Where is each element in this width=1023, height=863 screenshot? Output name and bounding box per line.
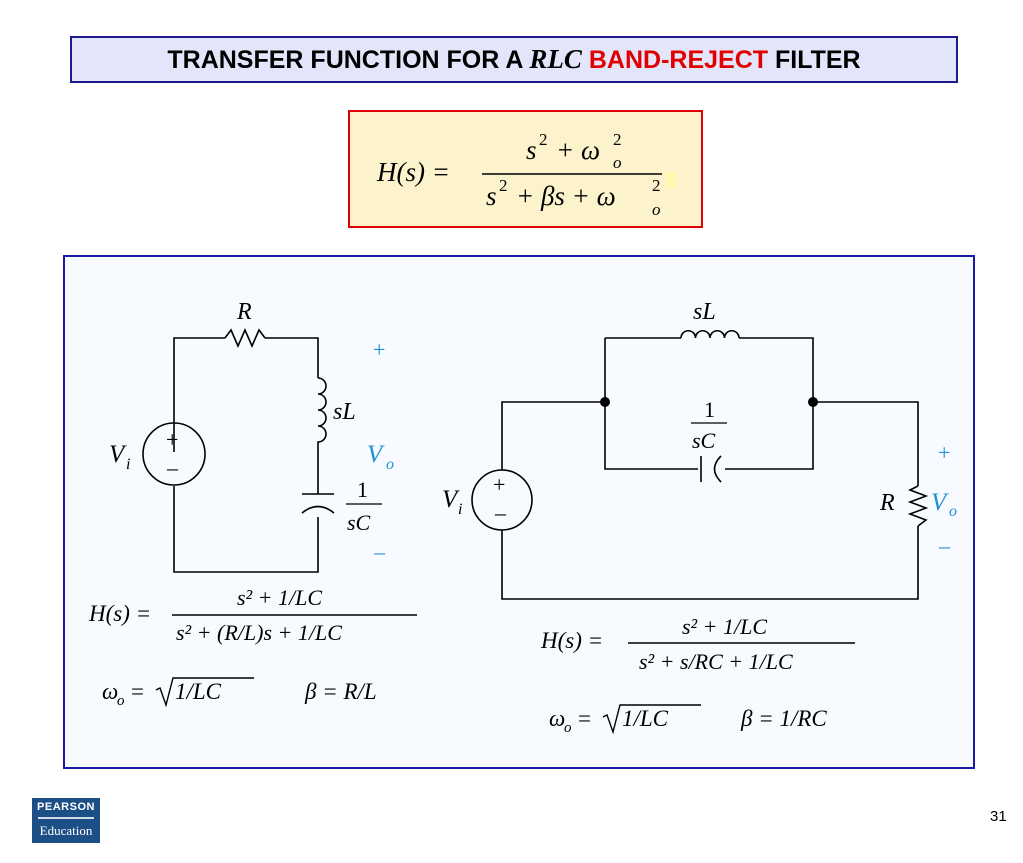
series-r-label: R [236,299,252,325]
parallel-vo-sub: o [949,503,957,520]
series-vo-sub: o [386,456,394,473]
title-part-band-reject: BAND-REJECT [581,46,769,74]
series-vo-plus: + [373,337,385,362]
parallel-omega-eq: = [578,706,591,731]
series-vo-label: V [367,441,385,468]
parallel-omega-sub: o [564,720,572,736]
parallel-c-num: 1 [704,397,715,422]
parallel-source-minus: – [494,500,507,525]
series-omega-eq: = [131,679,144,704]
main-formula: H(s) = s 2 + ω 2 o s 2 + βs + ω 2 o [376,130,676,219]
main-den-mid: + βs + ω [516,181,616,211]
circuit-diagrams: R sL + – V i + V o – 1 sC H(s) = s² + 1/… [88,299,957,736]
logo-bottom-text: Education [39,823,93,838]
series-omega-rad: 1/LC [175,679,222,704]
series-voltage-source [142,422,206,486]
series-omega-sub: o [117,693,125,709]
title-part-1: TRANSFER FUNCTION FOR A [167,46,530,74]
parallel-node-right [808,397,818,407]
parallel-beta: β = 1/RC [740,706,827,731]
parallel-resistor [907,485,929,527]
parallel-capacitor-plate-right [713,455,722,483]
logo-rule [38,817,94,819]
series-sqrt-sign [155,677,254,708]
page-number: 31 [990,808,1007,825]
parallel-source-plus: + [493,472,505,497]
main-num-sup: 2 [539,130,548,149]
parallel-r-label: R [879,490,895,516]
main-den-sup: 2 [499,176,508,195]
parallel-sqrt-sign [602,704,701,735]
parallel-vo-plus: + [938,440,950,465]
parallel-vo-label: V [931,489,949,516]
series-hs-num: s² + 1/LC [237,585,322,610]
title-part-filter: FILTER [768,46,861,74]
parallel-hs-den: s² + s/RC + 1/LC [639,649,793,674]
series-circuit-wires [173,337,319,573]
parallel-l-label: sL [693,299,716,325]
series-vo-minus: – [373,539,386,564]
series-capacitor-plate-bottom [301,505,335,514]
main-formula-lhs: H(s) = [376,157,450,187]
main-num-omega: + ω [556,135,600,165]
parallel-vi-sub: i [458,501,462,518]
parallel-node-left [600,397,610,407]
series-hs-lhs: H(s) = [88,601,151,626]
series-l-label: sL [333,399,356,425]
series-vi-label: V [109,441,127,468]
parallel-inductor [680,330,740,339]
main-den-s: s [486,181,497,211]
series-inductor [317,377,327,444]
title-part-rlc: RLC [529,44,582,74]
highlight-mark [666,172,676,188]
series-resistor [224,328,266,348]
parallel-vi-label: V [442,486,460,513]
slide-title: TRANSFER FUNCTION FOR A RLC BAND-REJECT … [167,44,860,75]
parallel-circuit-wires [501,337,919,600]
series-c-den: sC [347,510,371,535]
parallel-hs-num: s² + 1/LC [682,614,767,639]
series-vi-sub: i [126,456,130,473]
main-num-s: s [526,135,537,165]
parallel-c-den: sC [692,428,716,453]
series-source-plus: + [166,427,178,452]
main-den-omega-sub: o [652,200,661,219]
parallel-omega-sym: ω [549,706,565,731]
circuit-diagram-panel: R sL + – V i + V o – 1 sC H(s) = s² + 1/… [63,255,975,769]
logo-top-text: PEARSON [37,801,95,813]
series-omega-sym: ω [102,679,118,704]
parallel-vo-minus: – [938,533,951,558]
parallel-voltage-source [471,469,533,531]
series-hs-den: s² + (R/L)s + 1/LC [176,620,342,645]
series-beta: β = R/L [304,679,377,704]
main-formula-box: H(s) = s 2 + ω 2 o s 2 + βs + ω 2 o [348,110,703,228]
series-c-num: 1 [357,477,368,502]
title-banner: TRANSFER FUNCTION FOR A RLC BAND-REJECT … [70,36,958,83]
main-num-omega-sub: o [613,153,622,172]
main-den-omega-sup: 2 [652,176,661,195]
main-num-omega-sup: 2 [613,130,622,149]
series-source-minus: – [166,455,179,480]
parallel-omega-rad: 1/LC [622,706,669,731]
parallel-hs-lhs: H(s) = [540,628,603,653]
pearson-logo: PEARSON Education [32,798,100,843]
